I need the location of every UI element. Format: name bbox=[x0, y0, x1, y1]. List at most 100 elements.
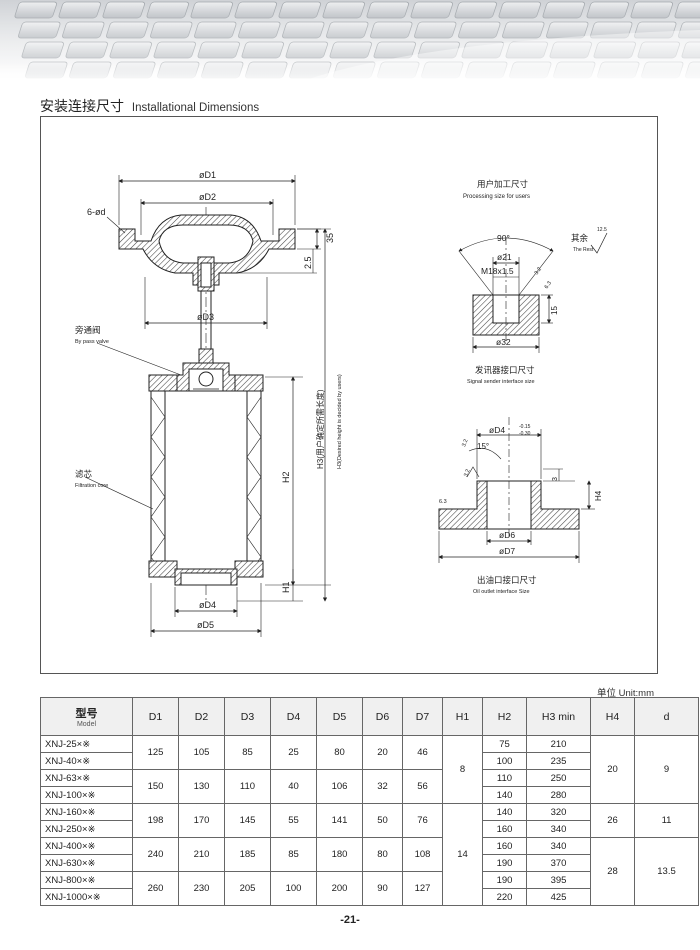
cell-model: XNJ-63×※ bbox=[40, 769, 133, 787]
header-d1: D1 bbox=[132, 697, 179, 736]
cell-h3: 340 bbox=[526, 820, 591, 838]
oil-roughness-63: 6.3 bbox=[439, 499, 447, 505]
table-header-row: 型号 Model D1 D2 D3 D4 D5 D6 D7 H1 H2 H3 m… bbox=[40, 697, 699, 736]
header-d5: D5 bbox=[316, 697, 363, 736]
header-d6: D6 bbox=[362, 697, 403, 736]
cell-d7: 76 bbox=[402, 803, 443, 838]
cell-h2: 140 bbox=[482, 786, 527, 804]
oil-label-h4: H4 bbox=[594, 490, 603, 501]
oil-label-d7: øD7 bbox=[499, 546, 515, 556]
angle-90: 90° bbox=[497, 233, 510, 243]
label-d21: ø21 bbox=[497, 252, 512, 262]
label-d2: øD2 bbox=[199, 192, 216, 202]
label-dim15: 15 bbox=[550, 306, 559, 315]
cell-h3: 280 bbox=[526, 786, 591, 804]
cell-h4: 20 bbox=[590, 735, 635, 804]
oil-label-d4: øD4 bbox=[489, 425, 505, 435]
label-bypass-en: By pass valve bbox=[75, 339, 109, 345]
table-row: XNJ-400×※ 240 210 185 85 180 80 108 160 … bbox=[40, 837, 699, 906]
cell-model: XNJ-160×※ bbox=[40, 803, 133, 821]
label-d5: øD5 bbox=[197, 620, 214, 630]
header-d4: D4 bbox=[270, 697, 317, 736]
cell-h1: 8 bbox=[442, 735, 483, 804]
cell-h2: 110 bbox=[482, 769, 527, 787]
table-row: XNJ-100×※ 140 280 bbox=[40, 786, 699, 804]
cell-model: XNJ-100×※ bbox=[40, 786, 133, 804]
section-title-en: Installational Dimensions bbox=[131, 102, 260, 114]
oil-label-d6: øD6 bbox=[499, 530, 515, 540]
cell-d1: 260 bbox=[132, 871, 179, 906]
cell-d2: 105 bbox=[178, 735, 225, 770]
cell-d4: 40 bbox=[270, 769, 317, 804]
section-title: 安装连接尺寸 Installational Dimensions bbox=[40, 96, 259, 116]
header-model-zh: 型号 bbox=[75, 708, 98, 720]
cell-d3: 110 bbox=[224, 769, 271, 804]
cell-d5: 106 bbox=[316, 769, 363, 804]
cell-d3: 85 bbox=[224, 735, 271, 770]
label-d32: ø32 bbox=[496, 337, 511, 347]
cell-d6: 20 bbox=[362, 735, 403, 770]
oil-roughness-32b: 3.2 bbox=[463, 468, 471, 477]
cell-h3: 320 bbox=[526, 803, 591, 821]
main-assembly-drawing bbox=[84, 175, 331, 637]
cell-d4: 100 bbox=[270, 871, 317, 906]
signal-title-zh: 发讯器接口尺寸 bbox=[475, 365, 535, 375]
rest-roughness: 12.5 bbox=[597, 227, 607, 233]
unit-note: 单位 Unit:mm bbox=[596, 688, 654, 699]
label-core-zh: 滤芯 bbox=[75, 469, 93, 479]
label-roughness-32: 3.2 bbox=[534, 266, 543, 276]
cell-d3: 205 bbox=[224, 871, 271, 906]
cell-d2: 170 bbox=[178, 803, 225, 838]
table-row: XNJ-630×※ 190 370 bbox=[40, 854, 699, 872]
cell-h3: 370 bbox=[526, 854, 591, 872]
cell-h2: 220 bbox=[482, 888, 527, 906]
cell-h2: 75 bbox=[482, 735, 527, 753]
header-banner-image bbox=[0, 0, 700, 82]
cell-model: XNJ-800×※ bbox=[40, 871, 133, 889]
signal-title-en: Signal sender interface size bbox=[467, 379, 535, 385]
cell-d5: 180 bbox=[316, 837, 363, 872]
label-d1: øD1 bbox=[199, 170, 216, 180]
label-bypass-zh: 旁通阀 bbox=[75, 325, 101, 335]
label-d4: øD4 bbox=[199, 600, 216, 610]
header-h1: H1 bbox=[442, 697, 483, 736]
label-roughness-63: 6.3 bbox=[544, 280, 553, 290]
cell-d7: 56 bbox=[402, 769, 443, 804]
cell-d4: 55 bbox=[270, 803, 317, 838]
cell-model: XNJ-1000×※ bbox=[40, 888, 133, 906]
cell-d: 9 bbox=[634, 735, 699, 804]
cell-h2: 100 bbox=[482, 752, 527, 770]
specification-table: 型号 Model D1 D2 D3 D4 D5 D6 D7 H1 H2 H3 m… bbox=[40, 697, 699, 906]
technical-drawing: øD1 øD2 6-ød 35 2.5 øD3 旁通阀 By pass valv… bbox=[40, 116, 658, 674]
cell-d4: 85 bbox=[270, 837, 317, 872]
page-number: -21- bbox=[340, 914, 360, 926]
cell-d7: 127 bbox=[402, 871, 443, 906]
oil-roughness-32a: 3.2 bbox=[461, 438, 469, 447]
cell-h3: 250 bbox=[526, 769, 591, 787]
cell-h3: 340 bbox=[526, 837, 591, 855]
cell-h2: 160 bbox=[482, 837, 527, 855]
cell-d1: 240 bbox=[132, 837, 179, 872]
oil-label-d4-lower: -0.30 bbox=[519, 431, 531, 437]
cell-d2: 230 bbox=[178, 871, 225, 906]
cell-d5: 200 bbox=[316, 871, 363, 906]
cell-d7: 108 bbox=[402, 837, 443, 872]
table-row: XNJ-40×※ 100 235 bbox=[40, 752, 699, 770]
cell-model: XNJ-40×※ bbox=[40, 752, 133, 770]
cell-d: 11 bbox=[634, 803, 699, 838]
oil-title-zh: 出油口接口尺寸 bbox=[477, 575, 537, 585]
cell-h3: 210 bbox=[526, 735, 591, 753]
oil-label-dim3: 3 bbox=[552, 477, 559, 481]
label-dim35: 35 bbox=[325, 233, 335, 243]
user-processing-detail bbox=[458, 232, 608, 353]
cell-d1: 150 bbox=[132, 769, 179, 804]
label-h2: H2 bbox=[281, 471, 291, 483]
cell-d6: 80 bbox=[362, 837, 403, 872]
cell-d6: 32 bbox=[362, 769, 403, 804]
cell-h2: 190 bbox=[482, 871, 527, 889]
header-model-en: Model bbox=[76, 721, 97, 728]
label-dim25: 2.5 bbox=[303, 256, 313, 269]
cell-d5: 80 bbox=[316, 735, 363, 770]
rest-en: The Rest bbox=[573, 247, 594, 253]
label-h3-en: H3(Desired height is decided by users) bbox=[337, 374, 343, 469]
